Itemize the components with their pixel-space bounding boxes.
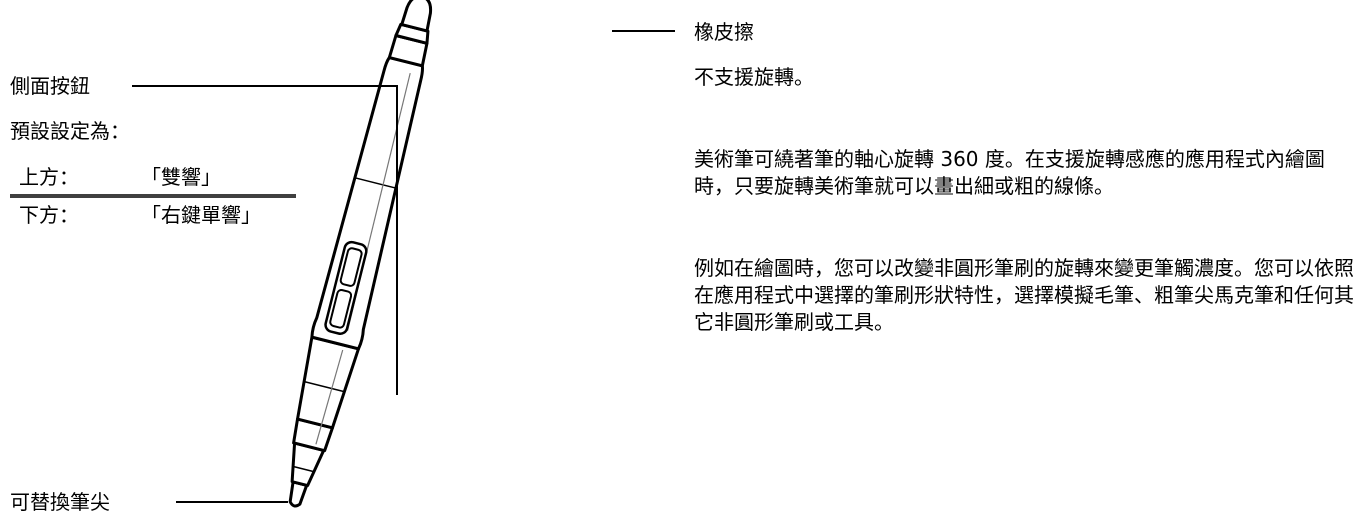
side-button-default-heading: 預設設定為： [10, 119, 130, 143]
side-button-title: 側面按鈕 [10, 74, 90, 98]
lower-button-label: 下方： [19, 203, 79, 227]
pen-barrel [310, 56, 424, 351]
upper-button-value: 「雙響」 [141, 165, 221, 189]
rotation-example: 例如在繪圖時，您可以改變非圓形筆刷的旋轉來變更筆觸濃度。您可以依照在應用程式中選… [694, 256, 1354, 334]
art-pen [288, 0, 433, 508]
pen-eraser [400, 0, 433, 33]
side-button-leader [132, 85, 398, 395]
eraser-note: 不支援旋轉。 [694, 65, 814, 89]
eraser-title: 橡皮擦 [694, 20, 754, 44]
rotation-description: 美術筆可繞著筆的軸心旋轉 360 度。在支援旋轉感應的應用程式內繪圖時，只要旋轉… [694, 147, 1325, 198]
nib-title: 可替換筆尖 [10, 490, 110, 514]
pen-nib [288, 480, 309, 508]
lower-button-value: 「右鍵單響」 [141, 203, 261, 227]
upper-button-label: 上方： [19, 165, 79, 189]
